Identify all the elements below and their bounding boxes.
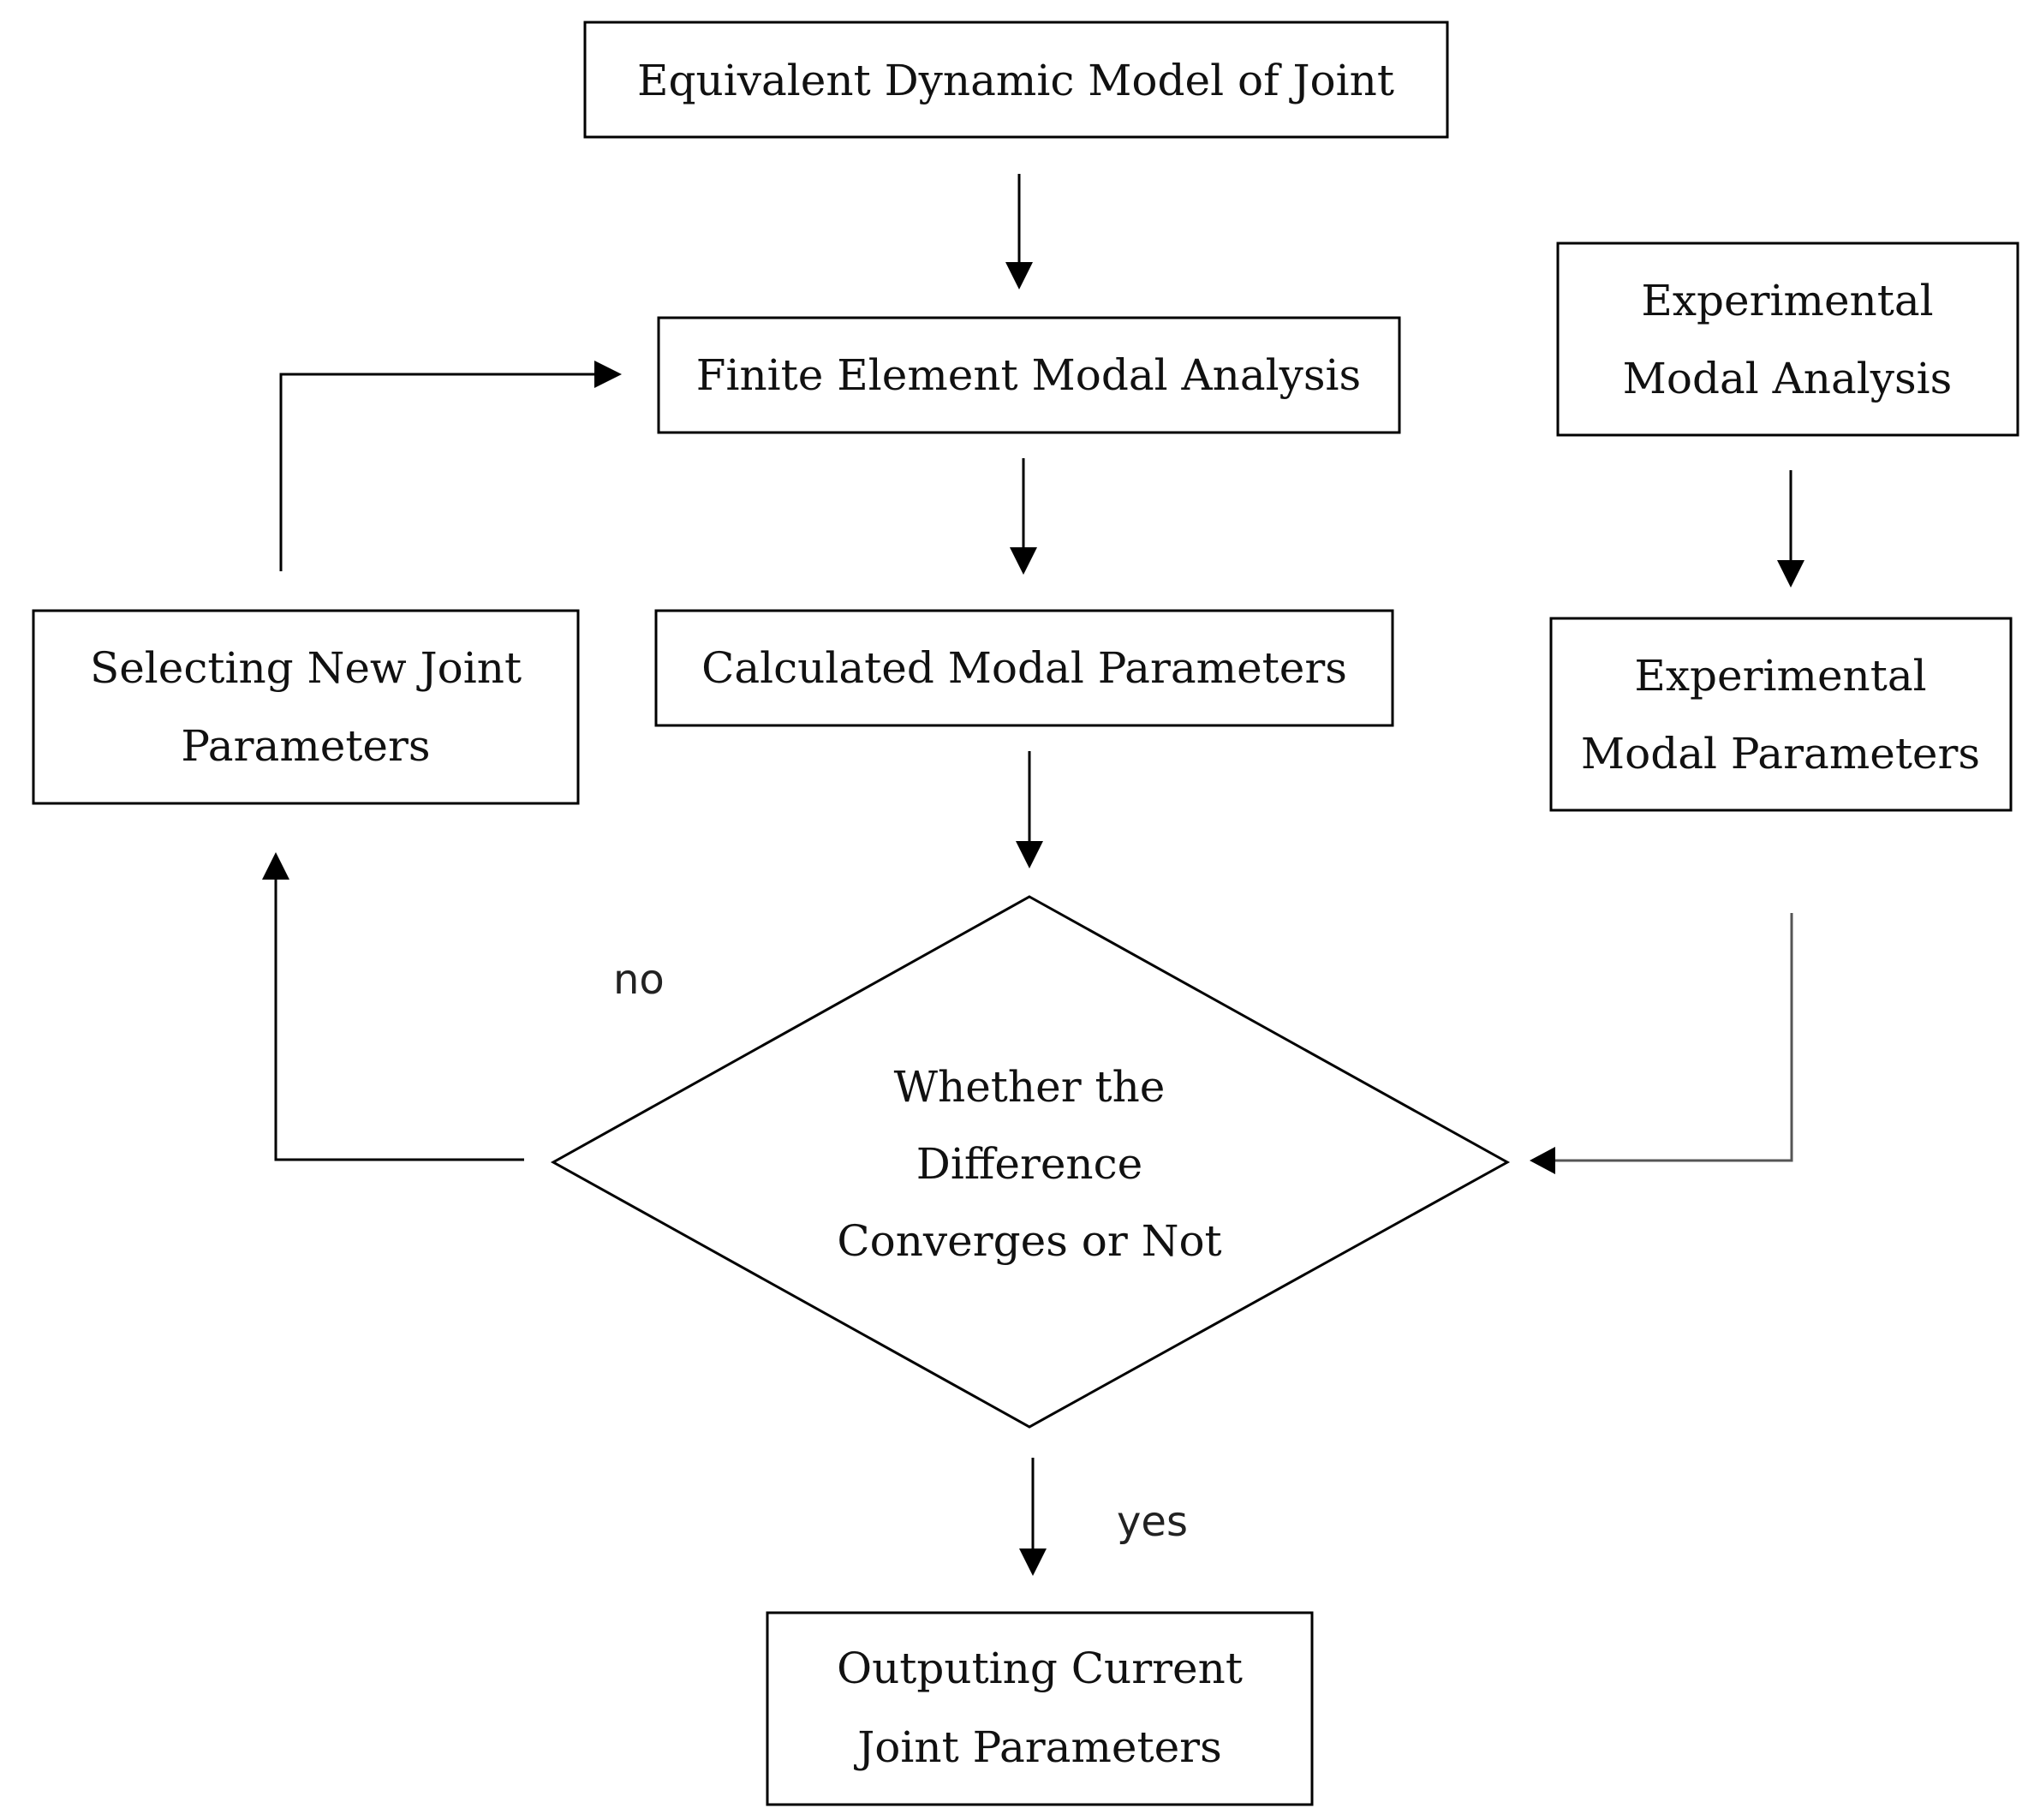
- node-decision-line2: Difference: [916, 1139, 1142, 1189]
- node-exp-modal-analysis-line2: Modal Analysis: [1623, 354, 1953, 403]
- node-decision-line3: Converges or Not: [837, 1216, 1221, 1266]
- edge-label-no: no: [613, 956, 665, 1004]
- node-exp-modal-params-line1: Experimental: [1634, 651, 1926, 701]
- node-selecting-new-params-line1: Selecting New Joint: [90, 643, 522, 693]
- edge-label-yes: yes: [1117, 1498, 1188, 1546]
- arrow-selecting-to-fe: [279, 361, 622, 571]
- node-fe-modal-analysis: Finite Element Modal Analysis: [657, 316, 1401, 434]
- node-selecting-new-params-line2: Parameters: [181, 721, 430, 771]
- node-equivalent-model-text: Equivalent Dynamic Model of Joint: [637, 56, 1394, 105]
- arrow-decision-to-selecting: [262, 852, 524, 1161]
- node-output-line2: Joint Parameters: [853, 1722, 1222, 1772]
- node-exp-modal-analysis-line1: Experimental: [1641, 276, 1933, 325]
- arrow-fe-to-calculated: [1010, 458, 1037, 575]
- arrow-model-to-fe: [1005, 174, 1033, 289]
- arrow-exp-params-to-decision: [1530, 913, 1793, 1174]
- node-calculated-params: Calculated Modal Parameters: [654, 609, 1394, 727]
- node-fe-modal-analysis-text: Finite Element Modal Analysis: [696, 350, 1361, 400]
- node-selecting-new-params: Selecting New Joint Parameters: [32, 609, 580, 805]
- node-decision-line1: Whether the: [894, 1062, 1166, 1112]
- node-output-line1: Outputing Current: [837, 1644, 1243, 1693]
- arrow-decision-to-output: [1019, 1458, 1047, 1576]
- node-exp-modal-params: Experimental Modal Parameters: [1549, 617, 2013, 812]
- arrow-exp-analysis-to-params: [1777, 470, 1804, 588]
- node-output: Outputing Current Joint Parameters: [766, 1611, 1314, 1806]
- node-decision: Whether the Difference Converges or Not: [550, 895, 1511, 1429]
- node-exp-modal-analysis: Experimental Modal Analysis: [1556, 242, 2019, 437]
- node-equivalent-model: Equivalent Dynamic Model of Joint: [583, 21, 1449, 139]
- node-calculated-params-text: Calculated Modal Parameters: [701, 643, 1347, 693]
- arrow-calculated-to-decision: [1016, 751, 1043, 868]
- node-exp-modal-params-line2: Modal Parameters: [1581, 729, 1980, 779]
